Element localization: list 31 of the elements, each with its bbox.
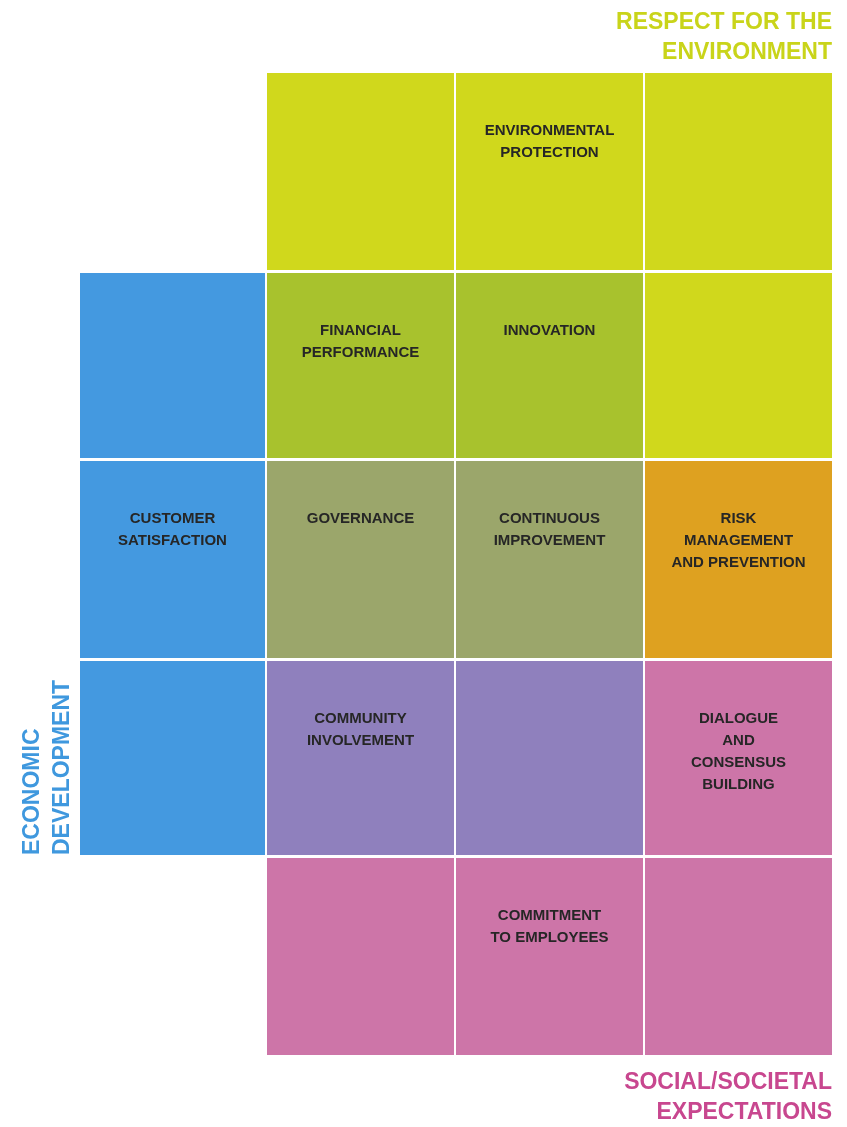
cell-label: ENVIRONMENTAL PROTECTION [483, 120, 616, 162]
grid-cell [645, 461, 832, 658]
grid-cell [645, 858, 832, 1055]
grid-cell [80, 661, 265, 855]
grid-cell [80, 461, 265, 658]
grid-cell [645, 73, 832, 270]
cell-label: INNOVATION [503, 320, 596, 340]
grid-cell [456, 273, 643, 458]
grid-cell [267, 661, 454, 855]
axis-title: ECONOMIC DEVELOPMENT [17, 678, 75, 855]
cell-label: RISK MANAGEMENT AND PREVENTION [670, 508, 807, 572]
cell-label: COMMUNITY INVOLVEMENT [305, 708, 416, 750]
cell-label: GOVERNANCE [306, 508, 415, 528]
grid-cell [645, 273, 832, 458]
axis-title: SOCIAL/SOCIETAL EXPECTATIONS [623, 1067, 832, 1126]
grid-cell [456, 858, 643, 1055]
grid-cell [456, 73, 643, 270]
grid-cell [267, 461, 454, 658]
cell-label: CUSTOMER SATISFACTION [117, 508, 228, 550]
grid-cell [267, 858, 454, 1055]
grid-cell [80, 273, 265, 458]
grid-cell [267, 73, 454, 270]
cell-label: DIALOGUE AND CONSENSUS BUILDING [690, 708, 787, 794]
cell-label: CONTINUOUS IMPROVEMENT [492, 508, 607, 550]
cell-label: FINANCIAL PERFORMANCE [300, 320, 421, 362]
grid-cell [267, 273, 454, 458]
grid-cell [645, 661, 832, 855]
axis-title: RESPECT FOR THE ENVIRONMENT [615, 7, 832, 66]
cell-label: COMMITMENT TO EMPLOYEES [489, 905, 610, 947]
grid-cell [456, 661, 643, 855]
grid-cell [456, 461, 643, 658]
